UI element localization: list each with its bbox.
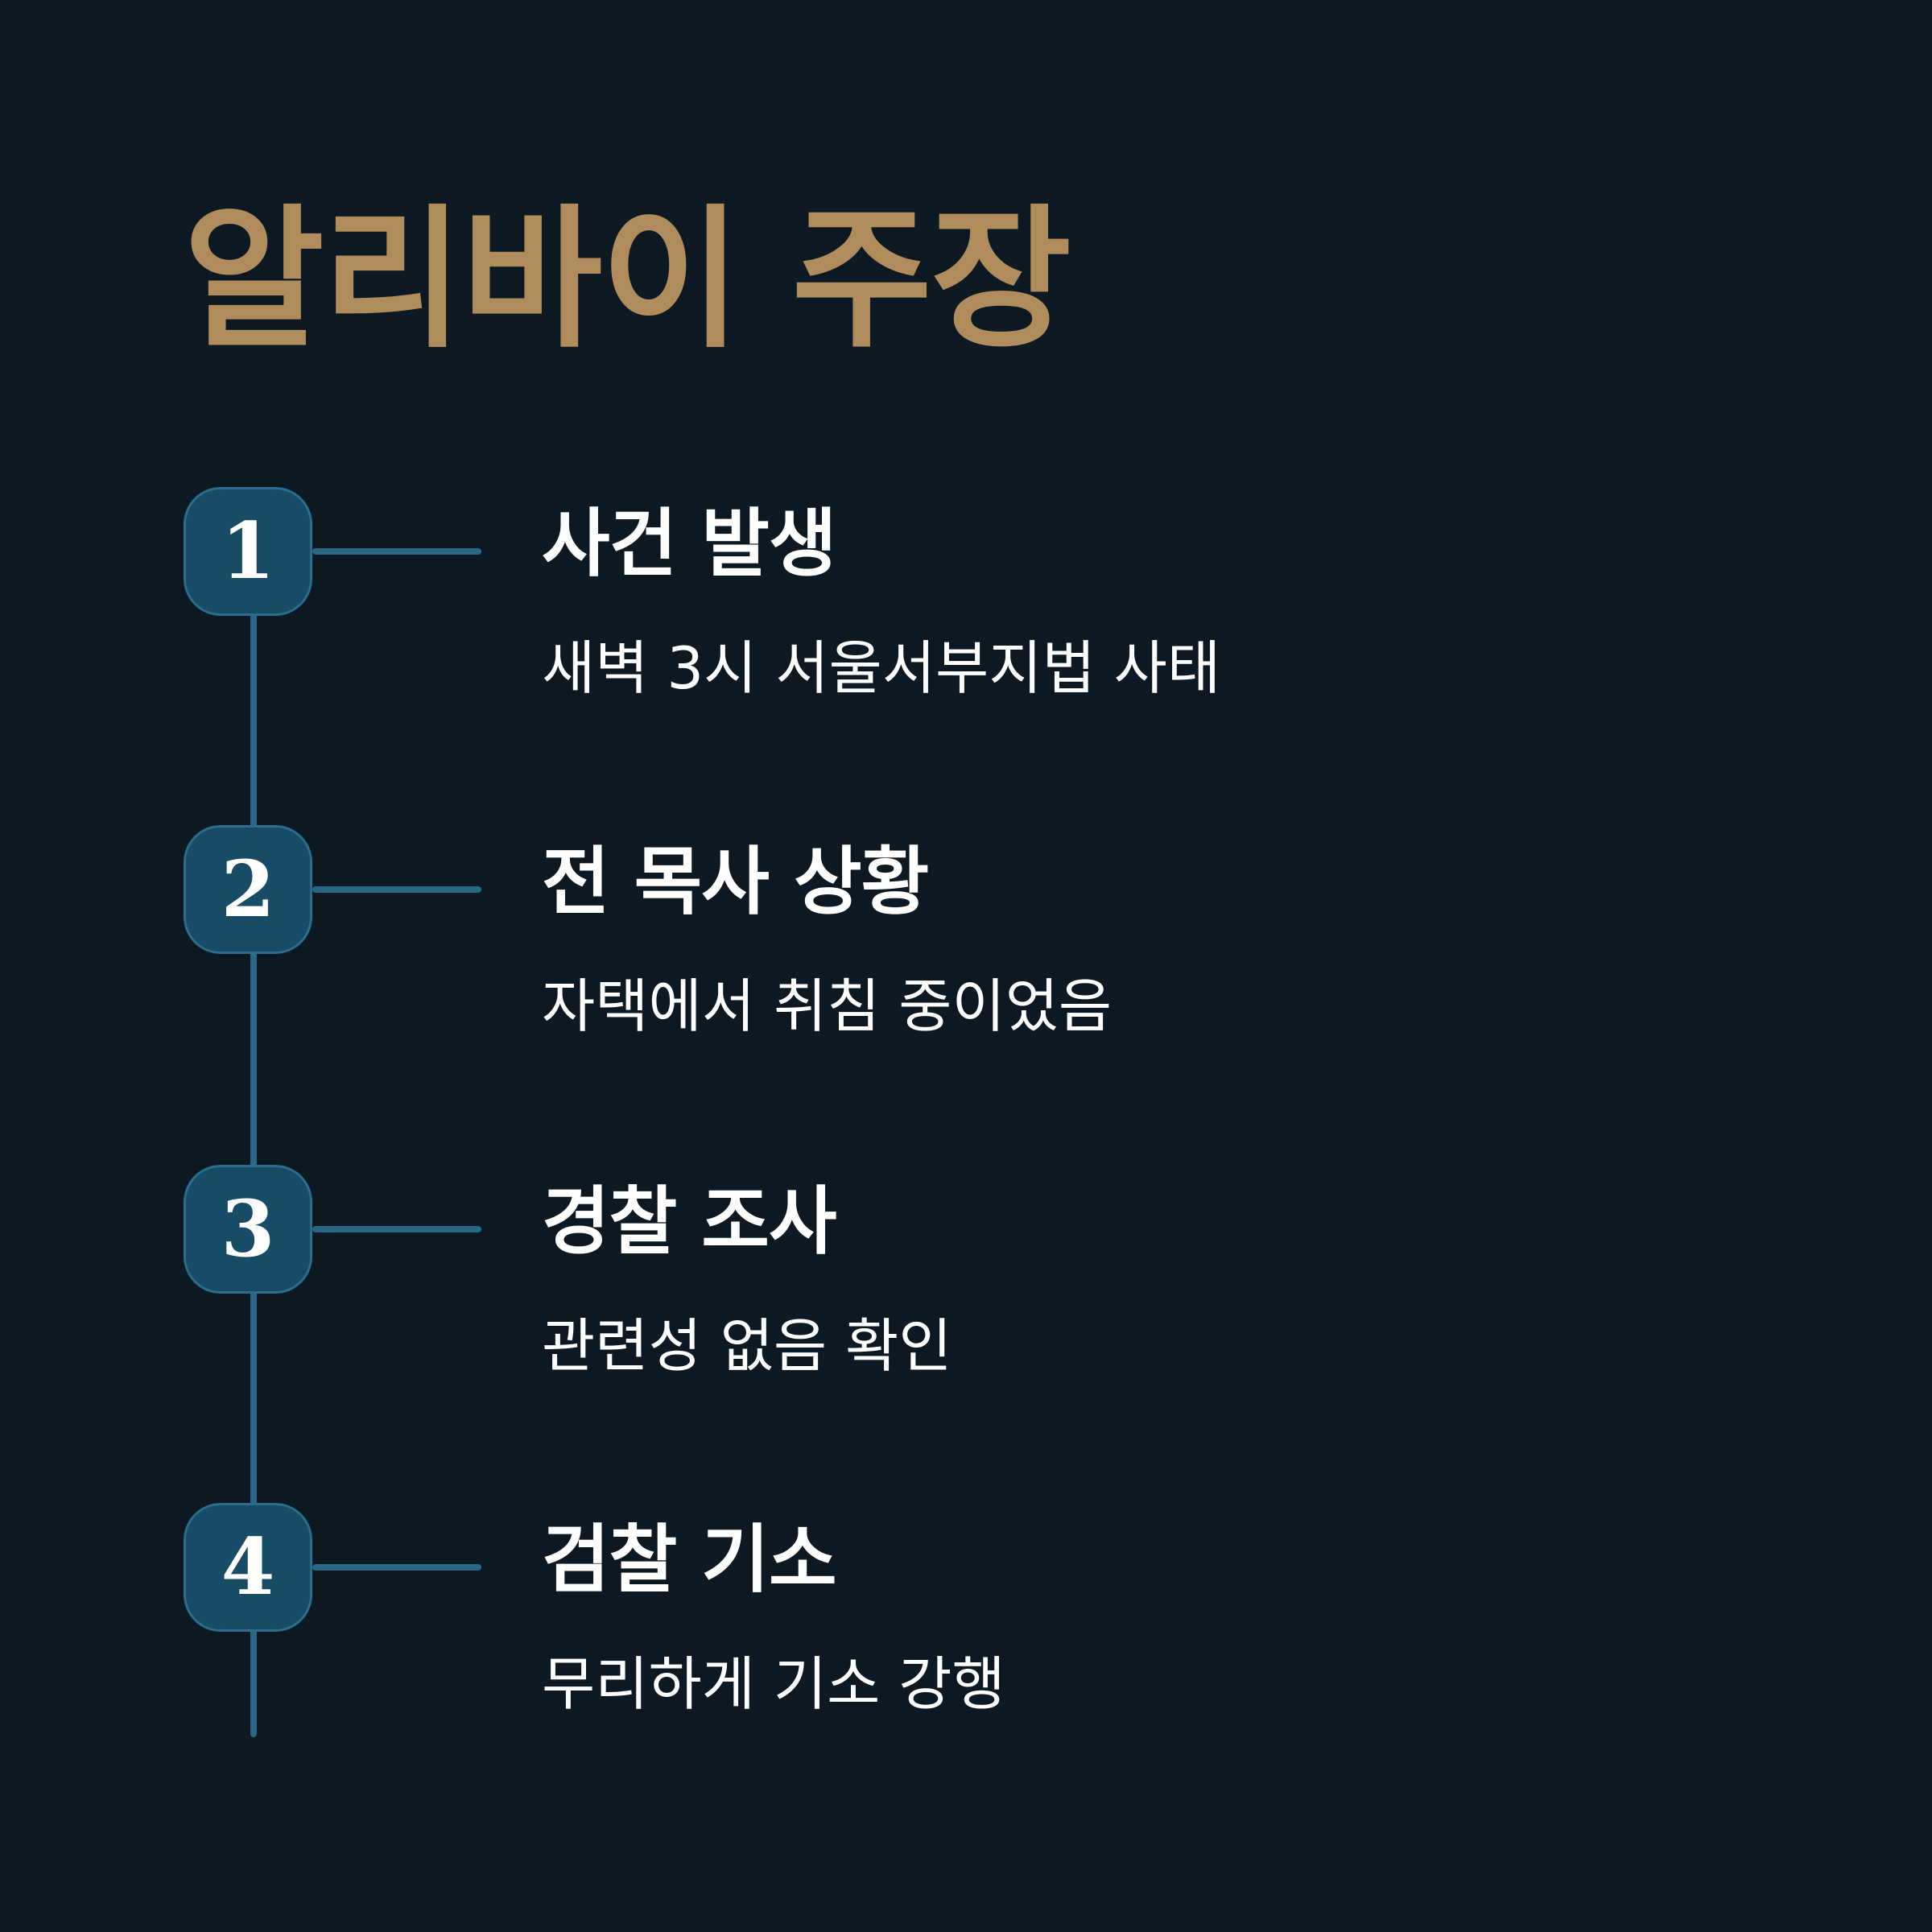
timeline-step-4: 4 검찰 기소 무리하게 기소 강행 xyxy=(0,1503,1932,1718)
step-title: 사건 발생 xyxy=(542,501,837,587)
step-number-badge: 3 xyxy=(184,1165,312,1294)
step-description: 관련성 없음 확인 xyxy=(542,1312,952,1380)
timeline-step-2: 2 전 목사 상황 자택에서 취침 중이었음 xyxy=(0,825,1932,1040)
step-connector-line xyxy=(312,548,481,555)
step-connector-line xyxy=(312,1564,481,1571)
page-title: 알리바이 주장 xyxy=(184,191,1071,369)
step-title: 전 목사 상황 xyxy=(542,839,929,925)
step-title: 검찰 기소 xyxy=(542,1517,837,1603)
step-number-badge: 1 xyxy=(184,487,312,616)
timeline-step-3: 3 경찰 조사 관련성 없음 확인 xyxy=(0,1165,1932,1380)
step-connector-line xyxy=(312,886,481,893)
step-description: 새벽 3시 서울서부지법 사태 xyxy=(542,634,1221,702)
step-title: 경찰 조사 xyxy=(542,1179,837,1265)
step-description: 무리하게 기소 강행 xyxy=(542,1650,1005,1718)
step-description: 자택에서 취침 중이었음 xyxy=(542,972,1113,1040)
step-number-badge: 4 xyxy=(184,1503,312,1632)
step-number-badge: 2 xyxy=(184,825,312,954)
timeline-step-1: 1 사건 발생 새벽 3시 서울서부지법 사태 xyxy=(0,487,1932,702)
step-connector-line xyxy=(312,1226,481,1232)
